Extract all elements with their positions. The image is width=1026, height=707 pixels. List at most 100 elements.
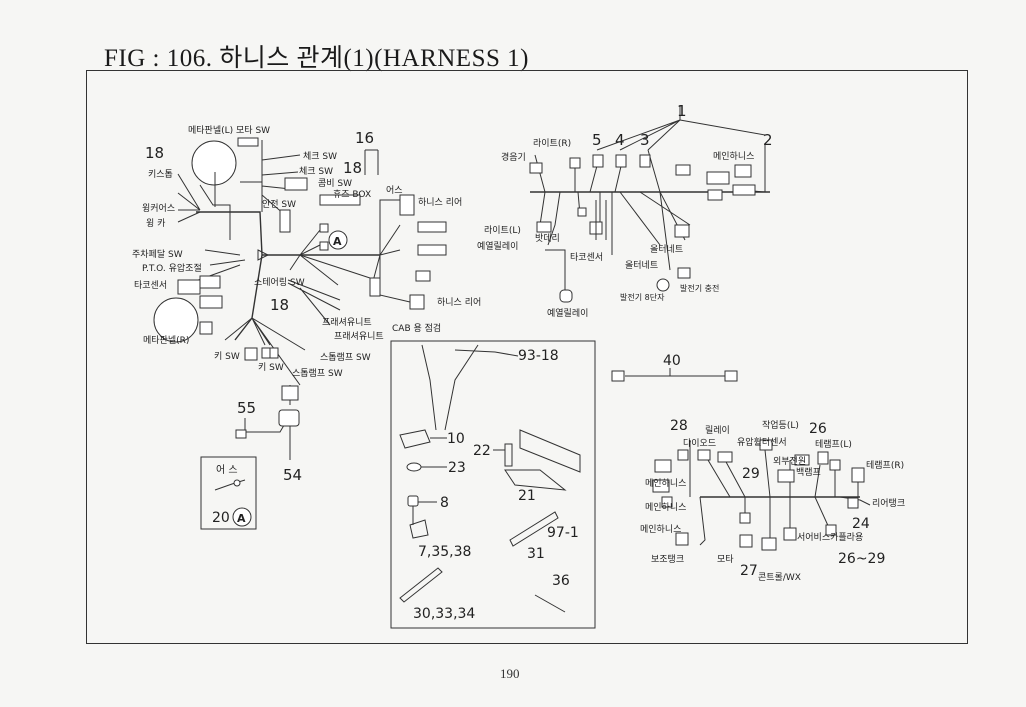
- label-check-sw-1: 체크 SW: [303, 151, 337, 162]
- ref-5: 5: [592, 131, 602, 149]
- label-meter-panel-l: 메타판넬(L) 모타 SW: [188, 124, 270, 136]
- label-rear-tank: 리어탱크: [872, 498, 905, 509]
- earth-parts: 55 54 어 스 20 A: [200, 399, 302, 530]
- ref-18b: 18: [343, 159, 362, 177]
- label-alternator-charge: 발전기 충전: [680, 283, 719, 293]
- label-main-harness-1: 메인하니스: [645, 478, 686, 489]
- label-back-lamp: 백램프: [796, 466, 821, 478]
- label-wing-car: 윙 카: [146, 218, 165, 229]
- ref-26-29: 26~29: [838, 551, 885, 567]
- label-steering-sw: 스테어링 SW: [254, 276, 305, 288]
- label-work-lamp-l: 작업등(L): [762, 420, 799, 431]
- ref-16: 16: [355, 129, 374, 147]
- label-harness-rear-2: 하니스 리어: [437, 297, 481, 308]
- ref-28: 28: [670, 418, 688, 434]
- earth-terminal-a-2: [232, 507, 252, 527]
- connector-motor-sw: [237, 137, 259, 147]
- label-tail-lamp-l: 테램프(L): [815, 438, 852, 450]
- ref-55: 55: [237, 399, 256, 417]
- label-stop-lamp-sw-2: 스톱램프 SW: [292, 367, 343, 379]
- ref-4: 4: [615, 131, 625, 149]
- label-fuse-box: 휴즈 BOX: [333, 189, 371, 200]
- label-flasher-unit-2: 프래셔유니트: [334, 331, 384, 342]
- label-light-l: 라이트(L): [484, 225, 521, 236]
- label-meter-panel-r: 메타판넬(R): [143, 334, 189, 346]
- meter-panel-left: [191, 140, 237, 186]
- ref-21: 21: [518, 488, 536, 504]
- ref-8: 8: [440, 495, 449, 511]
- ref-20: 20: [212, 510, 230, 526]
- label-earth-top: 어스: [386, 185, 403, 196]
- page-number: 190: [500, 666, 520, 681]
- ref-10: 10: [447, 431, 465, 447]
- ref-36: 36: [552, 573, 570, 589]
- label-check-sw-2: 체크 SW: [299, 166, 333, 177]
- earth-a-mark-2: A: [237, 512, 246, 525]
- connector-safety-sw: [279, 209, 291, 233]
- label-tacho-sensor: 타코센서: [134, 280, 167, 291]
- label-harness-rear-1: 하니스 리어: [418, 197, 462, 208]
- ref-3: 3: [640, 131, 650, 149]
- label-aux-tank: 보조탱크: [651, 554, 684, 565]
- ref-29: 29: [742, 466, 760, 482]
- earth-terminal-a: [328, 230, 348, 250]
- label-stop-lamp-sw-1: 스톱램프 SW: [320, 351, 371, 363]
- earth-box-title: 어 스: [216, 464, 238, 476]
- label-diode: 다이오드: [683, 438, 716, 449]
- label-oil-filter-sensor: 유압휠터센서: [737, 436, 787, 448]
- label-main-harness-2: 메인하니스: [645, 502, 686, 513]
- label-pto: P.T.O. 유압조절: [142, 262, 202, 274]
- label-parking-sw: 주차페달 SW: [132, 248, 183, 260]
- meter-panel-right: [153, 297, 199, 343]
- ref-22: 22: [473, 443, 491, 459]
- ref-31: 31: [527, 546, 545, 562]
- cable-40: 40: [611, 353, 738, 382]
- label-external-power: 외부전원: [773, 455, 806, 467]
- label-safety-sw: 안전 SW: [262, 199, 296, 210]
- label-alternator-2: 올터네트: [625, 260, 658, 271]
- label-service-coupler: 서어비스카플라용: [797, 532, 863, 543]
- connector-combi-sw: [284, 177, 308, 191]
- ref-54: 54: [283, 466, 302, 484]
- parts-box-frame: [390, 340, 596, 629]
- label-combi-sw: 콤비 SW: [318, 178, 352, 189]
- label-main-harness-3: 메인하니스: [640, 524, 681, 535]
- ref-24: 24: [852, 516, 870, 532]
- earth-a-mark: A: [333, 235, 342, 248]
- left-harness: A 메타판넬(L) 모타 SW 18 16 18 키스톱 윙커어스 윙 카 체크…: [132, 124, 481, 405]
- ref-18-mid: 18: [270, 296, 289, 314]
- ref-7-35-38: 7,35,38: [418, 544, 471, 560]
- label-battery: 밧데리: [535, 233, 560, 244]
- label-control-wx: 콘트롤/WX: [758, 572, 801, 583]
- label-wing-cover: 윙커어스: [142, 203, 175, 214]
- label-flasher-unit-1: 프래셔유니트: [322, 317, 372, 328]
- label-tacho-sensor-2: 타코센서: [570, 252, 603, 263]
- connector-fuse-box: [319, 194, 361, 206]
- ref-18-top: 18: [145, 144, 164, 162]
- label-relay: 릴레이: [705, 425, 730, 436]
- ref-93-18: 93-18: [518, 348, 559, 364]
- label-alternator-8pin: 발전기 8단자: [620, 292, 665, 302]
- ref-26: 26: [809, 421, 827, 437]
- label-key-stop: 키스톱: [148, 169, 173, 180]
- figure-title: FIG : 106. 하니스 관계(1)(HARNESS 1): [104, 45, 529, 72]
- ref-27: 27: [740, 563, 758, 579]
- label-heater-relay: 예열릴레이: [477, 241, 518, 252]
- diagram-frame: [86, 70, 968, 644]
- label-main-harness: 메인하니스: [713, 151, 754, 162]
- parts-detail-box: 93-18 10 22 21 23 8 7,35,38 31 97-1 30,3…: [390, 340, 596, 629]
- label-cab-check: CAB 용 점검: [392, 322, 441, 334]
- label-motor: 모타: [717, 554, 734, 565]
- label-heater-relay-2: 예열릴레이: [547, 308, 588, 319]
- label-light-r: 라이트(R): [533, 138, 571, 149]
- label-key-sw-1: 키 SW: [214, 351, 240, 362]
- label-key-sw-2: 키 SW: [258, 362, 284, 373]
- earth-box: [200, 456, 257, 530]
- label-tail-lamp-r: 테램프(R): [866, 459, 904, 471]
- ref-40: 40: [663, 353, 681, 369]
- ref-23: 23: [448, 460, 466, 476]
- ref-1: 1: [677, 102, 687, 120]
- engine-harness: 1 2 3 4 5 경음기 라이트(R) 메인하니스 라이트(L) 밧데리 예열…: [477, 102, 773, 319]
- ref-97-1: 97-1: [547, 525, 579, 541]
